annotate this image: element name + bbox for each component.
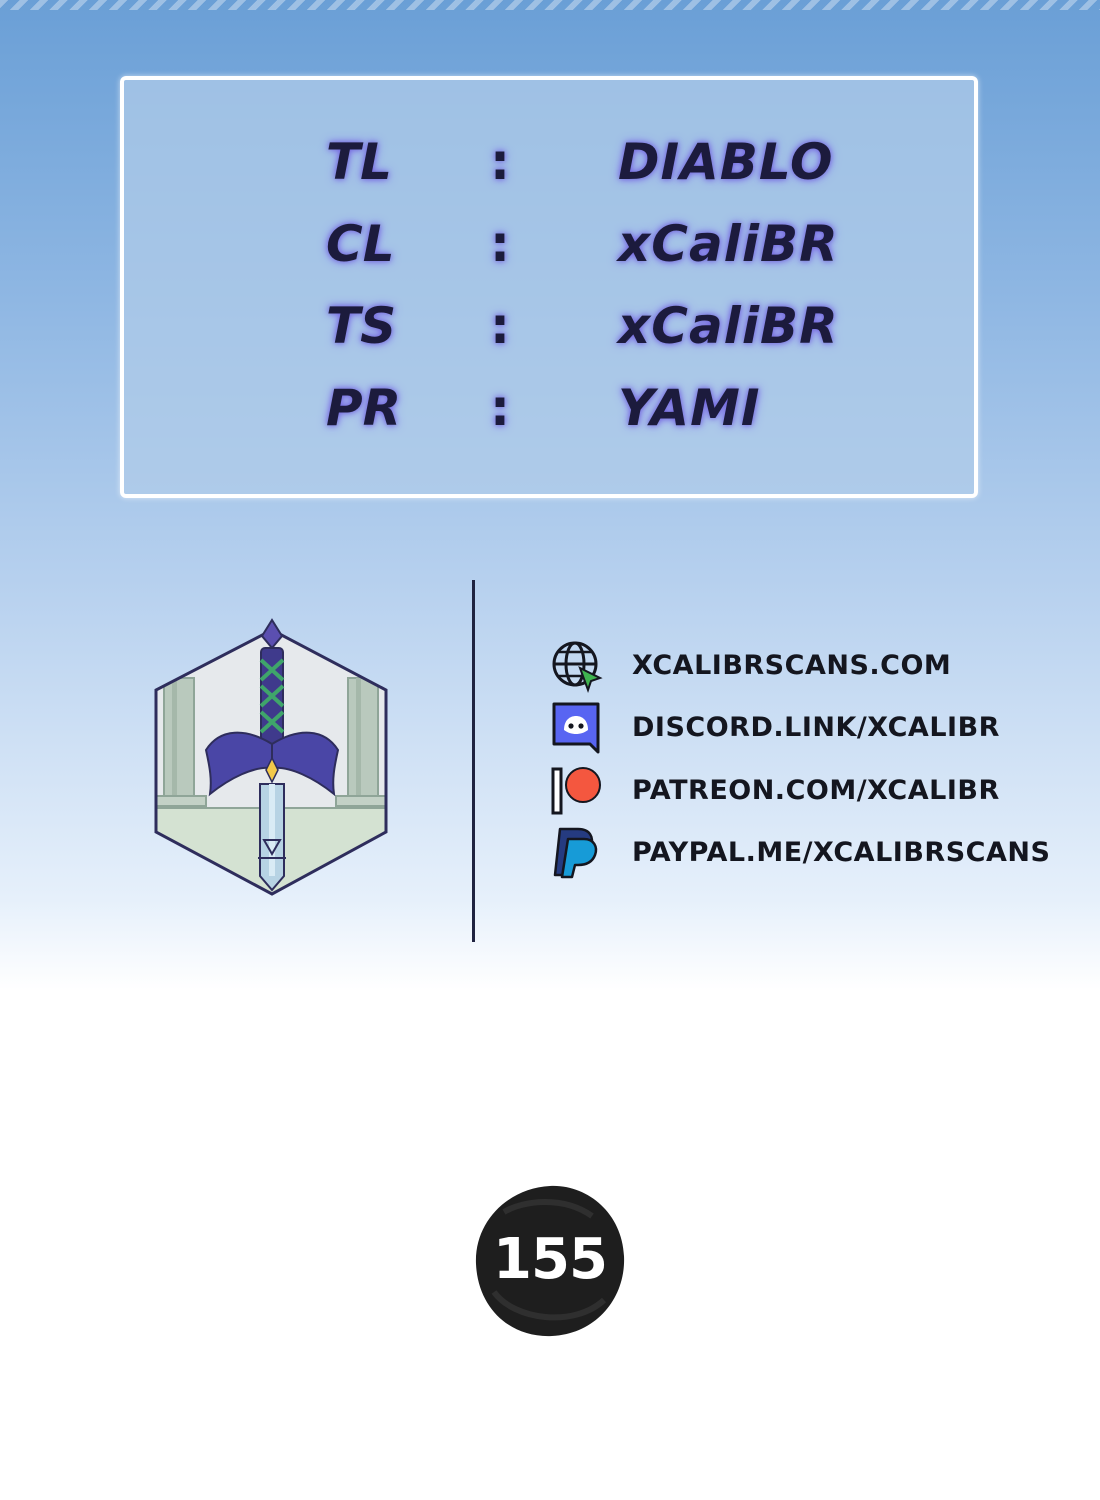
credit-row-proofreader: PR : YAMI bbox=[124, 368, 974, 448]
link-paypal[interactable]: PAYPAL.ME/XCALIBRSCANS bbox=[550, 825, 1090, 881]
link-text: XCALIBRSCANS.COM bbox=[632, 650, 952, 681]
globe-icon bbox=[550, 638, 604, 694]
vertical-divider bbox=[472, 580, 475, 942]
credit-name: xCaliBR bbox=[618, 215, 839, 273]
credits-panel: TL : DIABLO CL : xCaliBR TS : xCaliBR PR… bbox=[120, 76, 978, 498]
link-discord[interactable]: DISCORD.LINK/XCALIBR bbox=[550, 700, 1090, 756]
credit-separator: : bbox=[490, 215, 510, 273]
credit-name: xCaliBR bbox=[618, 297, 839, 355]
credit-role: PR bbox=[326, 379, 402, 437]
credit-separator: : bbox=[490, 133, 510, 191]
credit-role: TS bbox=[326, 297, 397, 355]
link-text: DISCORD.LINK/XCALIBR bbox=[632, 712, 1000, 743]
credit-row-typesetter: TS : xCaliBR bbox=[124, 286, 974, 366]
sword-in-pedestal-logo bbox=[150, 618, 395, 903]
patreon-icon bbox=[550, 763, 604, 819]
credit-role: CL bbox=[326, 215, 395, 273]
credit-separator: : bbox=[490, 297, 510, 355]
link-text: PAYPAL.ME/XCALIBRSCANS bbox=[632, 837, 1051, 868]
credit-separator: : bbox=[490, 379, 510, 437]
credit-row-translator: TL : DIABLO bbox=[124, 122, 974, 202]
link-text: PATREON.COM/XCALIBR bbox=[632, 775, 1000, 806]
paypal-icon bbox=[550, 825, 604, 881]
credit-name: YAMI bbox=[618, 379, 761, 437]
discord-icon bbox=[550, 700, 604, 756]
credit-row-cleaner: CL : xCaliBR bbox=[124, 204, 974, 284]
page-number: 155 bbox=[493, 1227, 608, 1292]
link-patreon[interactable]: PATREON.COM/XCALIBR bbox=[550, 763, 1090, 819]
link-website[interactable]: XCALIBRSCANS.COM bbox=[550, 638, 1090, 694]
credit-name: DIABLO bbox=[618, 133, 834, 191]
credit-role: TL bbox=[326, 133, 392, 191]
top-decorative-trim bbox=[0, 0, 1100, 10]
page-number-badge: 155 bbox=[474, 1182, 626, 1338]
